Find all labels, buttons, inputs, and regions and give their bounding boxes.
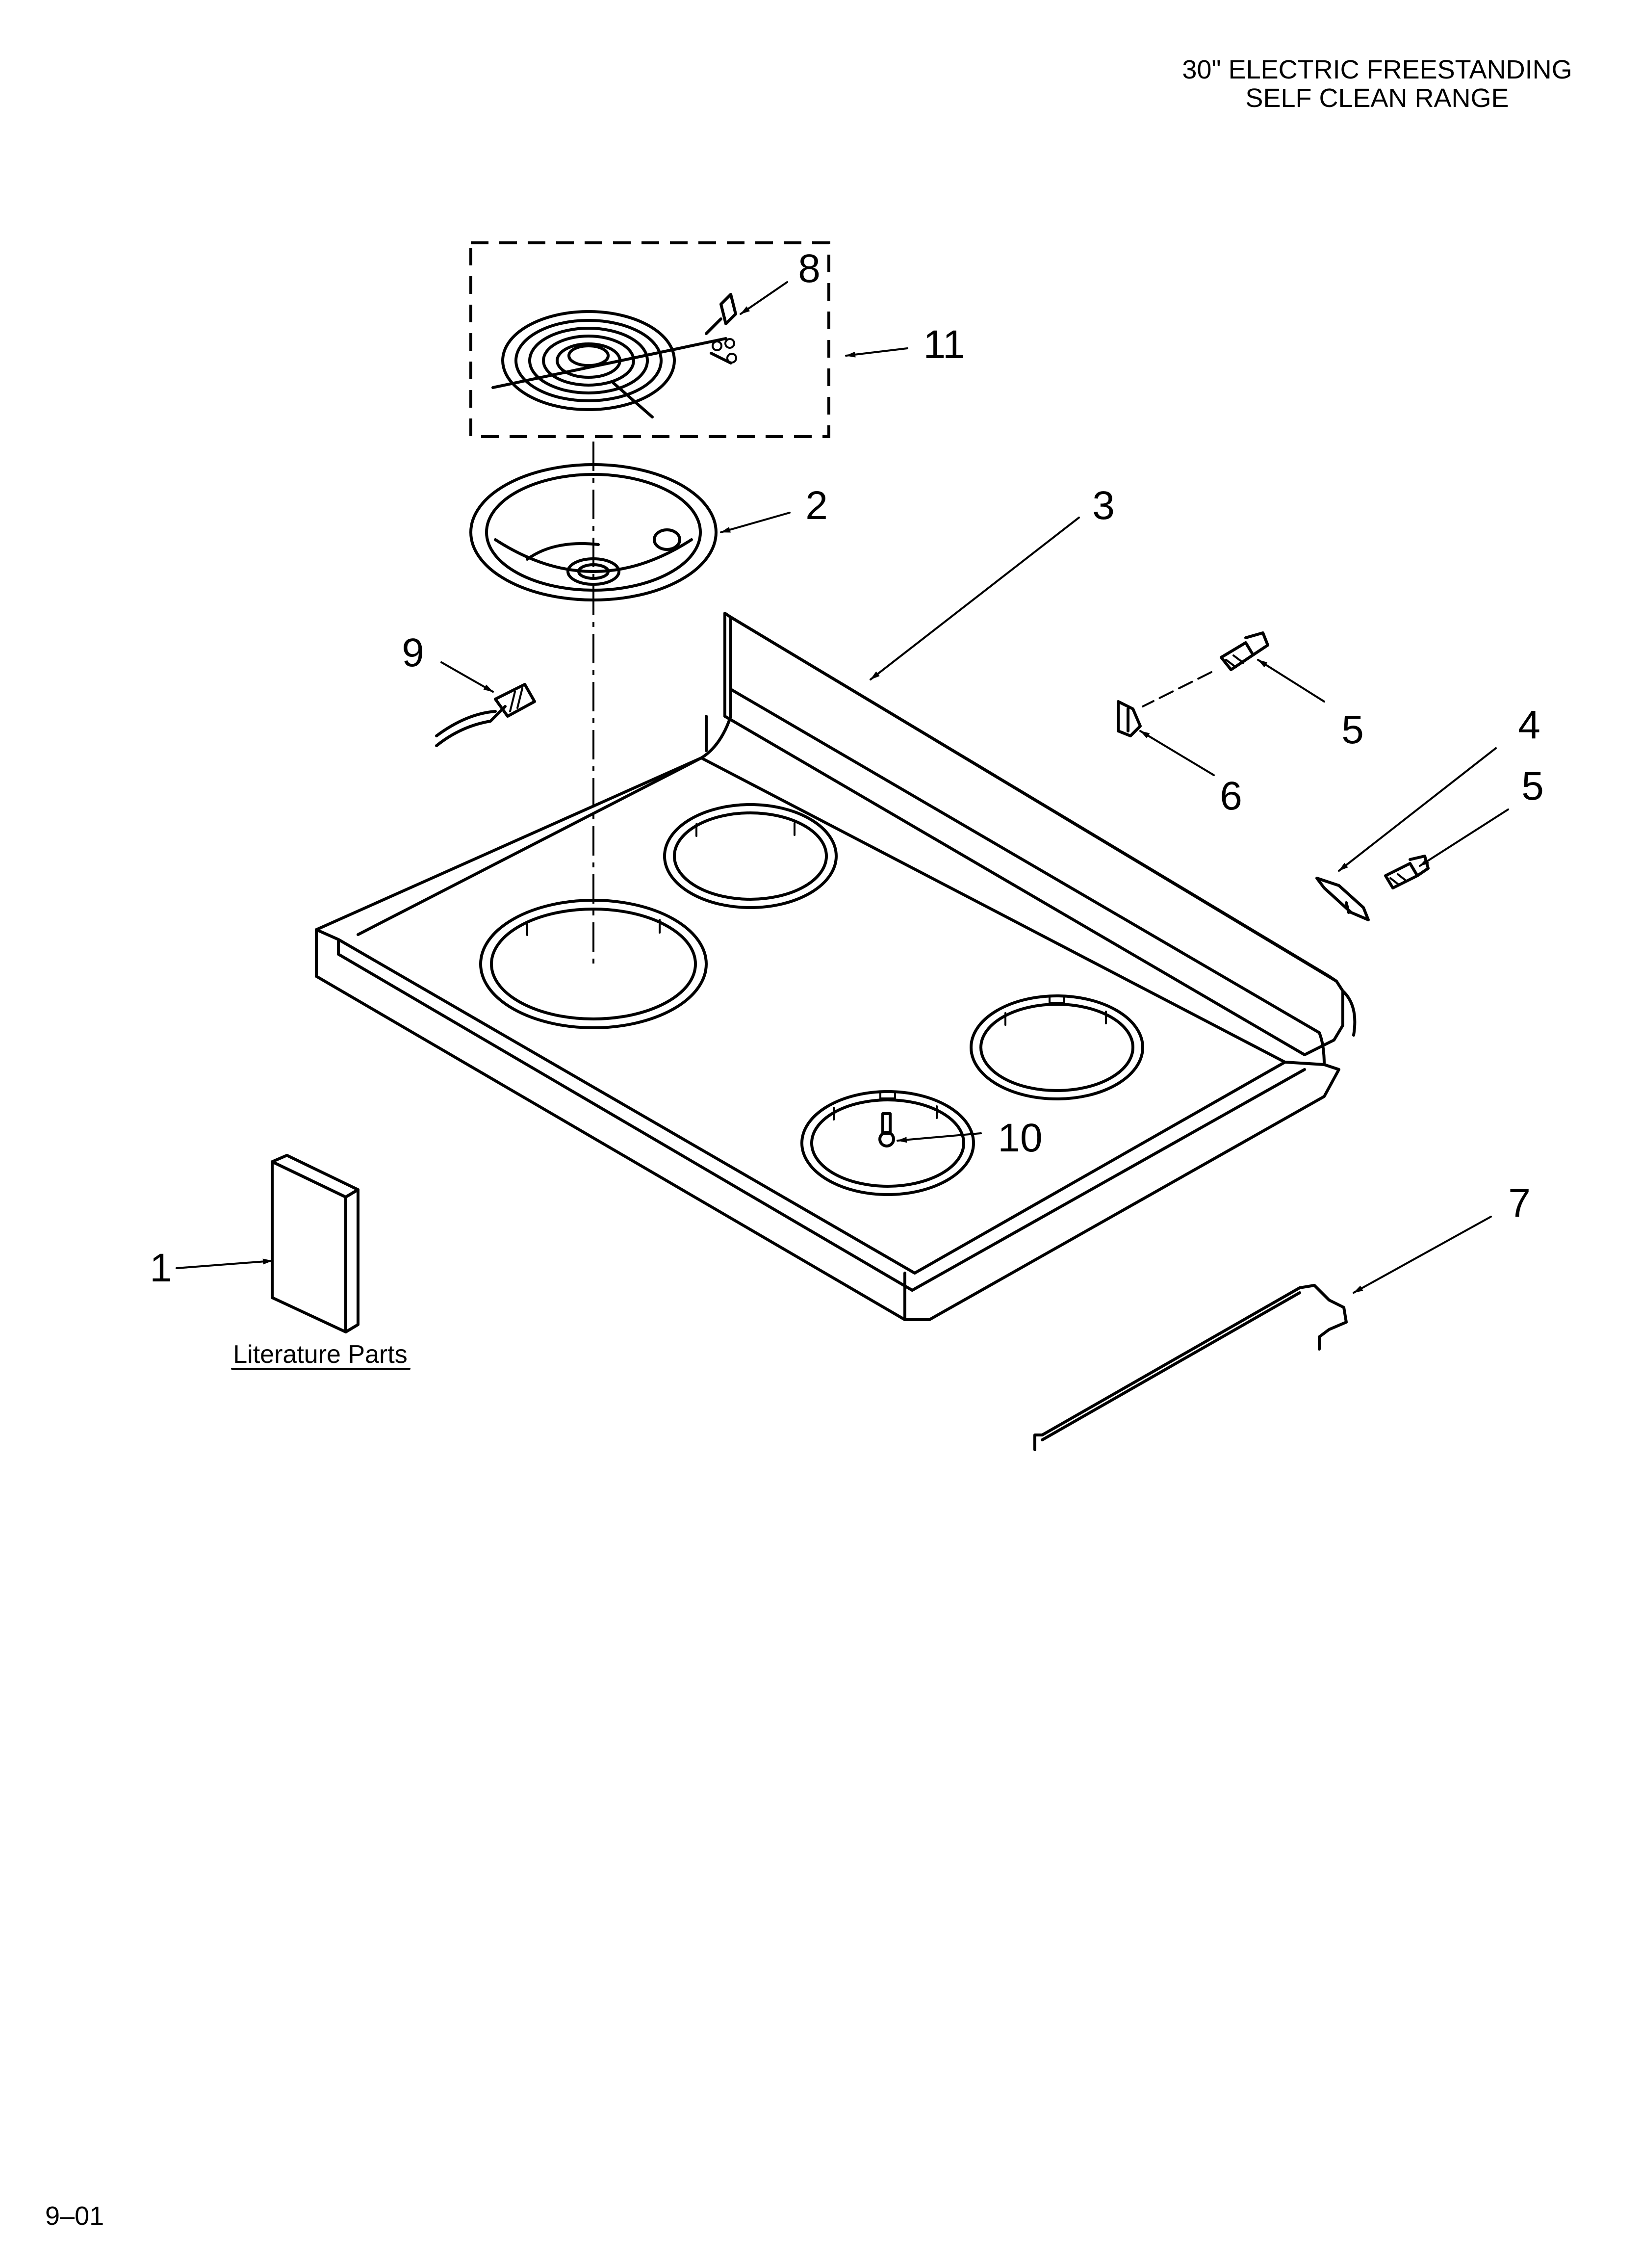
literature-parts-label: Literature Parts bbox=[233, 1340, 408, 1369]
diagram-title-line2: SELF CLEAN RANGE bbox=[1245, 83, 1509, 113]
date-code: 9–01 bbox=[45, 2201, 104, 2231]
mounting-clip bbox=[1117, 700, 1142, 737]
support-rod bbox=[1033, 1284, 1348, 1451]
drip-bowl bbox=[469, 463, 718, 601]
terminal-block bbox=[712, 293, 737, 364]
burner-opening-front-right bbox=[800, 1090, 975, 1196]
burner-opening-rear-right bbox=[970, 994, 1144, 1100]
callout-3: 3 bbox=[1092, 483, 1115, 528]
callout-2: 2 bbox=[805, 483, 828, 528]
screw-upper bbox=[1220, 631, 1269, 671]
callout-8: 8 bbox=[798, 246, 821, 291]
callout-10: 10 bbox=[998, 1116, 1042, 1160]
burner-opening-rear-left bbox=[663, 803, 838, 909]
callout-5-lower: 5 bbox=[1521, 764, 1544, 808]
callout-11: 11 bbox=[923, 322, 965, 367]
diagram-title-line1: 30" ELECTRIC FREESTANDING bbox=[1182, 55, 1572, 84]
burner-screw bbox=[878, 1112, 895, 1147]
callout-7: 7 bbox=[1508, 1181, 1531, 1225]
mounting-bracket bbox=[1315, 877, 1370, 921]
leader-lines bbox=[176, 281, 1509, 1294]
cooktop-panel bbox=[315, 612, 1357, 1321]
callout-9: 9 bbox=[402, 630, 424, 675]
screw-lower bbox=[1384, 855, 1430, 889]
coil-element bbox=[491, 310, 732, 418]
callout-6: 6 bbox=[1220, 774, 1242, 818]
literature-packet bbox=[271, 1154, 359, 1333]
callout-4: 4 bbox=[1518, 703, 1540, 747]
callout-5-upper: 5 bbox=[1341, 707, 1364, 752]
callout-1: 1 bbox=[150, 1246, 172, 1290]
surface-element-assembly bbox=[469, 241, 830, 438]
wire-harness bbox=[435, 683, 536, 747]
